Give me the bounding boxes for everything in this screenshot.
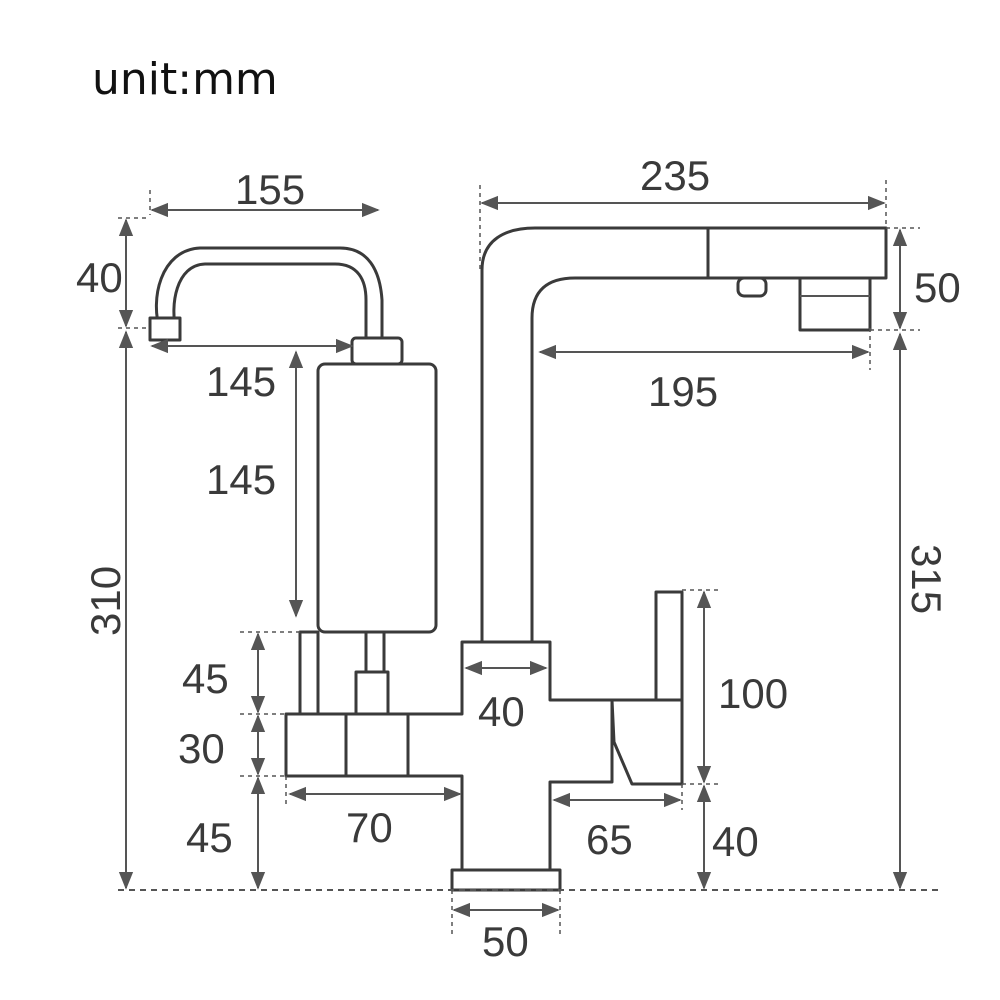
dim-155: 155	[235, 166, 305, 213]
handle-body	[610, 698, 684, 786]
dim-45-base: 45	[186, 814, 233, 861]
filter-canister	[316, 362, 438, 634]
dim-70: 70	[346, 804, 393, 851]
handle-lever	[654, 590, 684, 702]
dim-315: 315	[903, 544, 950, 614]
spout-nozzle	[736, 276, 768, 298]
base-plate	[450, 868, 562, 892]
dim-100: 100	[718, 670, 788, 717]
dim-40-right: 40	[712, 818, 759, 865]
dim-40-left: 40	[76, 254, 123, 301]
small-spout-tip	[148, 316, 182, 342]
dim-195: 195	[648, 368, 718, 415]
spout-head	[706, 226, 888, 280]
unit-label: unit:mm	[92, 54, 278, 105]
left-valve-stem	[298, 630, 320, 716]
center-valve-stem	[364, 630, 386, 674]
center-valve-nut	[354, 670, 390, 716]
spout-sprayer	[798, 276, 872, 332]
filter-cap	[350, 336, 404, 366]
dim-50-base: 50	[482, 918, 529, 965]
left-block-a	[284, 712, 348, 778]
dim-45-valve: 45	[182, 655, 229, 702]
dim-50-spout: 50	[914, 264, 961, 311]
main-body	[406, 640, 614, 872]
small-spout	[154, 246, 384, 340]
dim-235: 235	[640, 152, 710, 199]
dim-65: 65	[586, 816, 633, 863]
dim-310: 310	[82, 566, 129, 636]
dim-145-filter: 145	[206, 456, 276, 503]
left-block-b	[344, 712, 410, 778]
dim-30: 30	[178, 725, 225, 772]
small-spout-inner	[172, 262, 368, 340]
dim-145-inner: 145	[206, 358, 276, 405]
dim-40-neck: 40	[478, 688, 525, 735]
large-spout	[480, 226, 710, 644]
